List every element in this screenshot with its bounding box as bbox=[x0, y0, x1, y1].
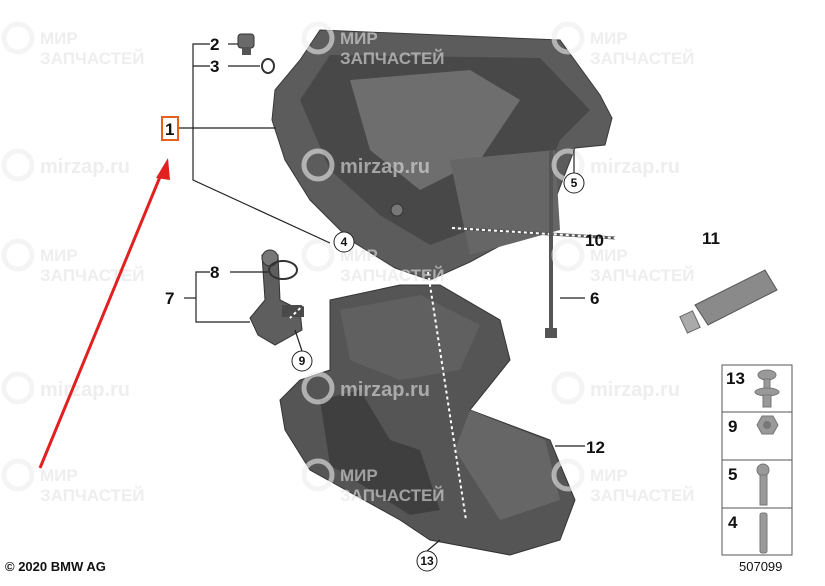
shield-part-12[interactable] bbox=[279, 284, 576, 556]
bolt-part-6[interactable] bbox=[545, 150, 557, 338]
callout-3[interactable]: 3 bbox=[210, 57, 219, 76]
callout-10[interactable]: 10 bbox=[585, 231, 604, 250]
callout-2[interactable]: 2 bbox=[210, 35, 219, 54]
callout-6[interactable]: 6 bbox=[590, 289, 599, 308]
watermark-text: ЗАПЧАСТЕЙ bbox=[40, 49, 145, 68]
watermark-logo-icon bbox=[1, 21, 35, 55]
watermark-text: ЗАПЧАСТЕЙ bbox=[590, 486, 695, 505]
watermark-text: ЗАПЧАСТЕЙ bbox=[340, 486, 445, 505]
o-ring-part-8[interactable] bbox=[268, 260, 298, 280]
drain-plug-part-2[interactable] bbox=[237, 33, 255, 55]
watermark-text: МИР bbox=[590, 29, 628, 48]
watermark-text: ЗАПЧАСТЕЙ bbox=[590, 266, 695, 285]
watermark-text: mirzap.ru bbox=[40, 379, 130, 401]
watermark-text: МИР bbox=[40, 466, 78, 485]
watermark-text: mirzap.ru bbox=[340, 379, 430, 401]
watermark-logo-icon bbox=[1, 458, 35, 492]
watermark-logo-icon bbox=[301, 238, 335, 272]
watermark-logo-icon bbox=[301, 148, 335, 182]
watermark-text: ЗАПЧАСТЕЙ bbox=[340, 266, 445, 285]
watermark-text: mirzap.ru bbox=[590, 156, 680, 178]
callout-9-circle bbox=[291, 350, 313, 372]
mounting-line bbox=[289, 257, 353, 319]
bolt-icon bbox=[756, 463, 770, 506]
callout-13[interactable]: 13 bbox=[420, 554, 434, 568]
watermark-text: mirzap.ru bbox=[40, 156, 130, 178]
watermark-logo-icon bbox=[1, 148, 35, 182]
watermark-logo-icon bbox=[551, 21, 585, 55]
callout-4-circle bbox=[333, 231, 355, 253]
seal-ring-part-3[interactable] bbox=[261, 58, 275, 74]
callout-5-circle bbox=[563, 172, 585, 194]
callout-11[interactable]: 11 bbox=[702, 229, 720, 248]
diagram-number: 507099 bbox=[739, 559, 782, 574]
callout-7[interactable]: 7 bbox=[165, 289, 174, 308]
watermark-text: ЗАПЧАСТЕЙ bbox=[340, 49, 445, 68]
legend-label-9[interactable]: 9 bbox=[728, 417, 737, 436]
oil-pan-part-1[interactable] bbox=[271, 29, 613, 281]
watermark-text: МИР bbox=[590, 466, 628, 485]
callout-13-circle bbox=[416, 550, 438, 572]
watermark-text: МИР bbox=[590, 246, 628, 265]
watermark-text: mirzap.ru bbox=[340, 156, 430, 178]
callout-1[interactable]: 1 bbox=[165, 120, 174, 139]
highlight-box-part-1 bbox=[161, 116, 179, 141]
watermarks: МИРЗАПЧАСТЕЙМИРЗАПЧАСТЕЙМИРЗАПЧАСТЕЙmirz… bbox=[1, 21, 695, 505]
watermark-logo-icon bbox=[301, 371, 335, 405]
bolt-part-10[interactable] bbox=[451, 226, 616, 240]
watermark-logo-icon bbox=[1, 371, 35, 405]
watermark-logo-icon bbox=[1, 238, 35, 272]
red-arrow bbox=[38, 158, 170, 469]
nut-icon bbox=[756, 415, 779, 435]
stud-icon bbox=[759, 512, 768, 554]
oil-level-sensor-part-7[interactable] bbox=[249, 249, 304, 346]
watermark-text: МИР bbox=[340, 29, 378, 48]
sealant-tube-part-11[interactable] bbox=[679, 269, 778, 334]
small-parts-legend: 13 9 5 4 507099 bbox=[721, 364, 793, 574]
watermark-logo-icon bbox=[551, 371, 585, 405]
legend-label-5[interactable]: 5 bbox=[728, 465, 737, 484]
watermark-logo-icon bbox=[301, 458, 335, 492]
watermark-text: МИР bbox=[40, 246, 78, 265]
watermark-logo-icon bbox=[301, 21, 335, 55]
watermark-text: ЗАПЧАСТЕЙ bbox=[590, 49, 695, 68]
watermark-logo-icon bbox=[551, 238, 585, 272]
watermark-text: ЗАПЧАСТЕЙ bbox=[40, 266, 145, 285]
watermark-text: МИР bbox=[40, 29, 78, 48]
watermark-text: МИР bbox=[340, 466, 378, 485]
clip-icon bbox=[754, 369, 780, 408]
watermark-text: mirzap.ru bbox=[590, 379, 680, 401]
legend-label-4[interactable]: 4 bbox=[728, 513, 738, 532]
watermark-text: ЗАПЧАСТЕЙ bbox=[40, 486, 145, 505]
callout-9[interactable]: 9 bbox=[299, 354, 306, 368]
legend-label-13[interactable]: 13 bbox=[726, 369, 745, 388]
callout-12[interactable]: 12 bbox=[586, 438, 605, 457]
callout-4[interactable]: 4 bbox=[341, 235, 348, 249]
copyright: © 2020 BMW AG bbox=[5, 559, 106, 574]
callout-8[interactable]: 8 bbox=[210, 263, 219, 282]
watermark-logo-icon bbox=[551, 458, 585, 492]
callout-5[interactable]: 5 bbox=[571, 176, 578, 190]
leader-lines bbox=[178, 43, 585, 552]
